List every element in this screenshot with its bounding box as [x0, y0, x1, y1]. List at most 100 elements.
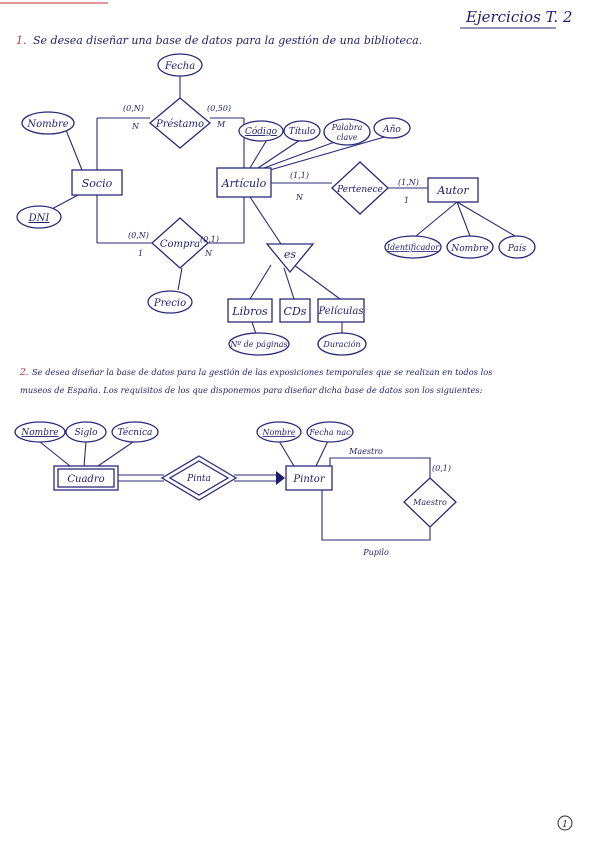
- entity-peliculas-label: Películas: [318, 306, 364, 317]
- exercise2-lines: [39, 440, 431, 541]
- attribute-fecha[interactable]: Fecha: [157, 53, 203, 77]
- attribute-fecha-label: Fecha: [164, 61, 195, 72]
- attribute-num-paginas-label: Nº de páginas: [229, 340, 287, 349]
- exercise1-attributes: Fecha Nombre DNI Precio Código Título Pa…: [16, 53, 536, 356]
- attribute-titulo[interactable]: Título: [283, 120, 321, 142]
- exercise2-text-line2: museos de España. Los requisitos de los …: [20, 385, 483, 395]
- exercise2-entities: Cuadro Pintor: [53, 465, 333, 491]
- isa-label: es: [284, 248, 297, 261]
- entity-cds-label: CDs: [284, 305, 307, 318]
- multiplicity-compra-socio: 1: [138, 249, 143, 258]
- attribute-pais[interactable]: País: [498, 235, 536, 259]
- exercise1-lines: [49, 75, 516, 335]
- attribute-tecnica[interactable]: Técnica: [111, 421, 159, 443]
- attribute-ano-label: Año: [382, 125, 401, 135]
- role-pupilo: Pupilo: [362, 548, 389, 557]
- header: Ejercicios T. 2: [0, 2, 572, 29]
- entity-autor-label: Autor: [436, 184, 469, 197]
- sheet-title: Ejercicios T. 2: [465, 8, 572, 26]
- attribute-nombre-autor-label: Nombre: [450, 244, 488, 254]
- cardinality-compra-socio: (0,N): [128, 231, 149, 240]
- attribute-dni[interactable]: DNI: [16, 205, 62, 229]
- attribute-codigo[interactable]: Código: [238, 120, 284, 142]
- attribute-pais-label: País: [507, 243, 527, 254]
- entity-socio[interactable]: Socio: [71, 169, 123, 196]
- relationship-prestamo-label: Préstamo: [155, 119, 204, 130]
- attribute-tecnica-label: Técnica: [118, 427, 153, 438]
- cardinality-prestamo-socio: (0,N): [123, 104, 144, 113]
- attribute-fecha-nac-label: Fecha nac: [308, 428, 351, 437]
- relationship-maestro[interactable]: Maestro: [403, 477, 457, 528]
- attribute-nombre-pintor[interactable]: Nombre: [256, 421, 302, 443]
- relationship-pinta-label: Pinta: [186, 474, 211, 484]
- entity-peliculas[interactable]: Películas: [317, 298, 365, 323]
- exercise2-number: 2.: [19, 368, 29, 378]
- role-maestro: Maestro: [348, 447, 383, 456]
- entity-libros-label: Libros: [231, 305, 268, 318]
- exercise1-entities: Socio Artículo Autor Libros CDs Película…: [71, 167, 479, 323]
- attribute-nombre-socio[interactable]: Nombre: [21, 111, 75, 135]
- attribute-precio[interactable]: Precio: [147, 290, 193, 314]
- attribute-siglo[interactable]: Siglo: [65, 421, 107, 443]
- attribute-identificador-label: Identificador: [386, 243, 440, 252]
- entity-libros[interactable]: Libros: [227, 298, 273, 323]
- attribute-duracion-label: Duración: [322, 340, 360, 349]
- entity-pintor[interactable]: Pintor: [285, 465, 333, 491]
- attribute-nombre-cuadro-label: Nombre: [20, 428, 58, 438]
- entity-autor[interactable]: Autor: [427, 177, 479, 203]
- exercise2-relationships: Pinta Maestro: [160, 455, 457, 528]
- relationship-compra[interactable]: Compra: [151, 217, 209, 269]
- entity-articulo-label: Artículo: [221, 177, 267, 190]
- attribute-num-paginas[interactable]: Nº de páginas: [228, 332, 290, 356]
- attribute-duracion[interactable]: Duración: [317, 332, 367, 356]
- multiplicity-compra-articulo: N: [204, 249, 213, 258]
- attribute-identificador[interactable]: Identificador: [384, 235, 442, 259]
- cardinality-prestamo-articulo: (0,50): [207, 104, 231, 113]
- relationship-maestro-label: Maestro: [412, 498, 447, 507]
- relationship-pertenece[interactable]: Pertenece: [331, 161, 389, 215]
- entity-pintor-label: Pintor: [292, 474, 325, 485]
- exercise1-statement: 1. Se desea diseñar una base de datos pa…: [16, 34, 422, 47]
- cardinality-compra-articulo: (0,1): [200, 235, 219, 244]
- attribute-siglo-label: Siglo: [74, 428, 98, 438]
- exercise2-statement: 2. Se desea diseñar la base de datos par…: [19, 367, 493, 395]
- multiplicity-pertenece-articulo: N: [295, 193, 304, 202]
- cardinality-maestro: (0,1): [432, 464, 451, 473]
- relationship-pertenece-label: Pertenece: [336, 185, 383, 195]
- attribute-dni-label: DNI: [28, 213, 51, 224]
- exercise1-number: 1.: [16, 34, 27, 47]
- entity-cds[interactable]: CDs: [279, 298, 311, 323]
- multiplicity-prestamo-articulo: M: [216, 120, 226, 129]
- attribute-palabra-clave-line1: Palabra: [331, 123, 363, 132]
- cardinality-pertenece-autor: (1,N): [398, 178, 419, 187]
- attribute-ano[interactable]: Año: [373, 117, 411, 139]
- attribute-nombre-autor[interactable]: Nombre: [446, 235, 494, 259]
- pinta-arrowhead: [276, 471, 285, 485]
- multiplicity-prestamo-socio: N: [131, 122, 140, 131]
- entity-socio-label: Socio: [82, 177, 113, 190]
- attribute-precio-label: Precio: [153, 298, 186, 309]
- exercise1-text: Se desea diseñar una base de datos para …: [33, 34, 422, 47]
- attribute-palabra-clave[interactable]: Palabra clave: [323, 118, 371, 146]
- isa-triangle[interactable]: es: [265, 243, 315, 274]
- exercise2-roles: Maestro Pupilo (0,1): [348, 447, 451, 557]
- entity-cuadro[interactable]: Cuadro: [53, 465, 119, 491]
- attribute-fecha-nac[interactable]: Fecha nac: [306, 421, 354, 443]
- attribute-nombre-pintor-label: Nombre: [261, 428, 295, 437]
- page-number-label: 1: [562, 820, 568, 830]
- relationship-prestamo[interactable]: Préstamo: [148, 97, 212, 149]
- attribute-codigo-label: Código: [245, 126, 278, 137]
- page-number: 1: [557, 815, 573, 831]
- attribute-nombre-socio-label: Nombre: [26, 119, 68, 130]
- exercise1-cardinalities: (0,N) N (0,50) M (0,N) 1 (0,1) N (1,1) N…: [123, 104, 419, 258]
- exercise2-text-line1: Se desea diseñar la base de datos para l…: [32, 367, 493, 377]
- relationship-pinta[interactable]: Pinta: [160, 455, 238, 501]
- exercise1-relationships: Préstamo Compra Pertenece es: [148, 97, 389, 274]
- exercise2-attributes: Nombre Siglo Técnica Nombre Fecha nac: [14, 421, 354, 443]
- attribute-nombre-cuadro[interactable]: Nombre: [14, 421, 66, 443]
- attribute-titulo-label: Título: [289, 126, 316, 137]
- entity-cuadro-label: Cuadro: [67, 474, 104, 485]
- attribute-palabra-clave-line2: clave: [336, 133, 357, 142]
- entity-articulo[interactable]: Artículo: [216, 167, 272, 198]
